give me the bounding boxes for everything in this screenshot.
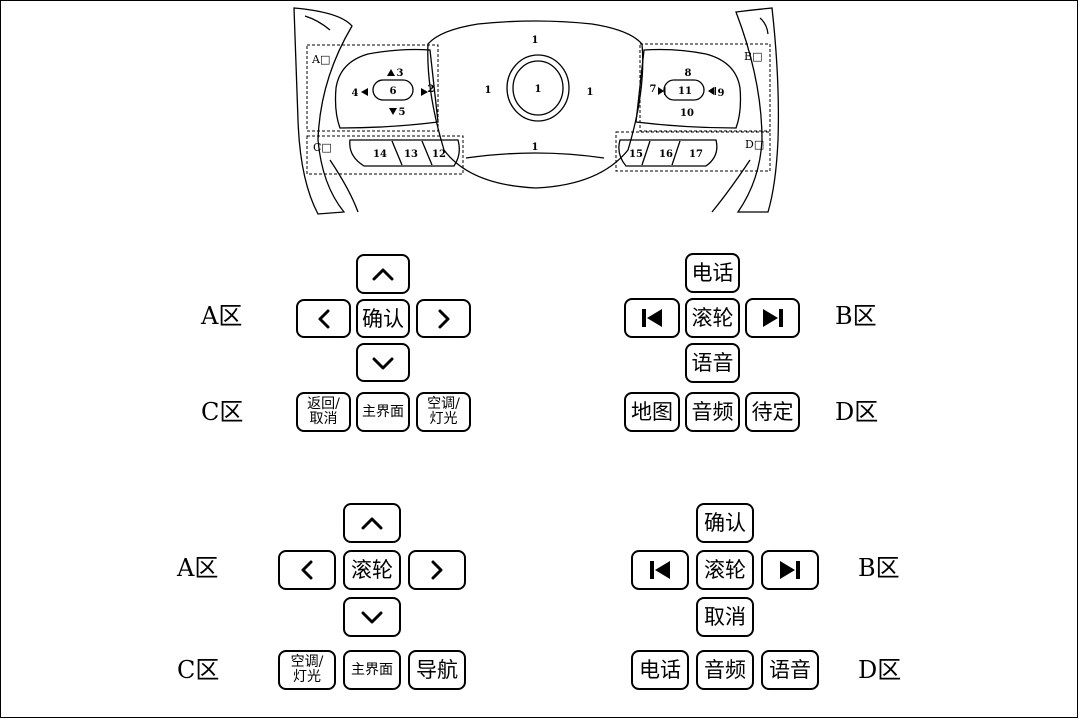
wheel-num-8: 8 [685,68,692,79]
layout1-b-bottom-key[interactable]: 语音 [685,343,740,383]
layout1-c-key-1[interactable]: 返回/ 取消 [296,392,351,432]
layout2-d-key-2[interactable]: 音频 [696,650,754,690]
skip-previous-icon [642,309,662,327]
layout1-c-key-2[interactable]: 主界面 [356,392,410,432]
chevron-up-icon [361,517,383,530]
wheel-num-17: 17 [689,149,703,160]
skip-next-icon [780,561,800,579]
wheel-num-4: 4 [352,88,359,99]
layout2-b-wheel-key[interactable]: 滚轮 [696,550,754,590]
wheel-num-6: 6 [390,86,397,97]
layout1-d-key-2[interactable]: 音频 [685,392,740,432]
wheel-num-1-left: 1 [485,85,492,96]
wheel-num-5: 5 [399,107,406,118]
layout2-b-prev-key[interactable] [631,550,689,590]
layout2-c-key-2[interactable]: 主界面 [343,650,401,690]
wheel-num-14: 14 [373,149,387,160]
wheel-zone-d-tag: D□ [745,138,764,151]
layout1-b-top-key[interactable]: 电话 [685,253,740,293]
chevron-left-icon [318,309,329,328]
wheel-num-13: 13 [404,149,418,160]
layout2-zone-c-label: C区 [177,656,220,684]
wheel-num-16: 16 [659,149,673,160]
layout1-zone-c-label: C区 [201,398,244,426]
chevron-right-icon [438,309,449,328]
layout1-a-up-key[interactable] [356,254,410,294]
layout2-c-key-1[interactable]: 空调/ 灯光 [278,650,336,690]
chevron-right-icon [431,560,443,580]
layout1-zone-d-label: D区 [835,398,879,426]
layout2-a-up-key[interactable] [343,503,401,543]
layout2-zone-a-label: A区 [177,554,219,582]
wheel-num-7: 7 [650,84,657,95]
layout1-a-left-key[interactable] [296,299,351,338]
wheel-num-11: 11 [678,86,692,97]
chevron-left-icon [301,560,313,580]
wheel-num-3: 3 [397,68,404,79]
wheel-zone-b-tag: B□ [744,50,762,63]
wheel-num-1-center: 1 [535,84,542,95]
wheel-num-10: 10 [680,108,694,119]
layout1-b-wheel-key[interactable]: 滚轮 [685,298,740,338]
layout2-a-right-key[interactable] [408,550,466,590]
chevron-down-icon [361,611,383,624]
skip-previous-icon [650,561,670,579]
wheel-zone-c-tag: C□ [313,141,332,154]
layout1-a-right-key[interactable] [416,299,471,338]
steering-wheel-drawing: A□ B□ C□ D□ 1 1 1 1 1 2 3 4 5 6 7 8 9 10… [293,7,780,215]
layout2-a-down-key[interactable] [343,597,401,637]
wheel-num-1-top: 1 [532,35,539,46]
layout2-a-left-key[interactable] [278,550,336,590]
layout1-d-key-3[interactable]: 待定 [745,392,800,432]
layout2-d-key-1[interactable]: 电话 [631,650,689,690]
layout1-a-down-key[interactable] [356,343,410,382]
wheel-num-15: 15 [629,149,643,160]
wheel-num-1-bottom: 1 [532,142,539,153]
layout1-zone-b-label: B区 [835,302,877,330]
layout1-b-prev-key[interactable] [624,298,680,338]
layout1-d-key-1[interactable]: 地图 [624,392,680,432]
wheel-num-2: 2 [428,84,435,95]
layout2-b-next-key[interactable] [761,550,819,590]
layout2-zone-b-label: B区 [858,554,900,582]
layout2-b-top-key[interactable]: 确认 [696,503,754,543]
layout2-d-key-3[interactable]: 语音 [761,650,819,690]
layout1-c-key-3[interactable]: 空调/ 灯光 [416,392,471,432]
chevron-up-icon [372,268,394,281]
layout2-b-bottom-key[interactable]: 取消 [696,597,754,637]
wheel-num-12: 12 [432,149,446,160]
chevron-down-icon [372,357,394,369]
wheel-num-9: 9 [718,88,725,99]
layout1-b-next-key[interactable] [745,298,800,338]
wheel-num-1-right: 1 [587,87,594,98]
layout1-a-confirm-key[interactable]: 确认 [356,299,410,338]
skip-next-icon [762,309,783,327]
layout2-a-wheel-key[interactable]: 滚轮 [343,550,401,590]
layout2-zone-d-label: D区 [858,656,902,684]
layout2-c-key-3[interactable]: 导航 [408,650,466,690]
wheel-zone-a-tag: A□ [311,53,330,66]
layout1-zone-a-label: A区 [201,302,243,330]
